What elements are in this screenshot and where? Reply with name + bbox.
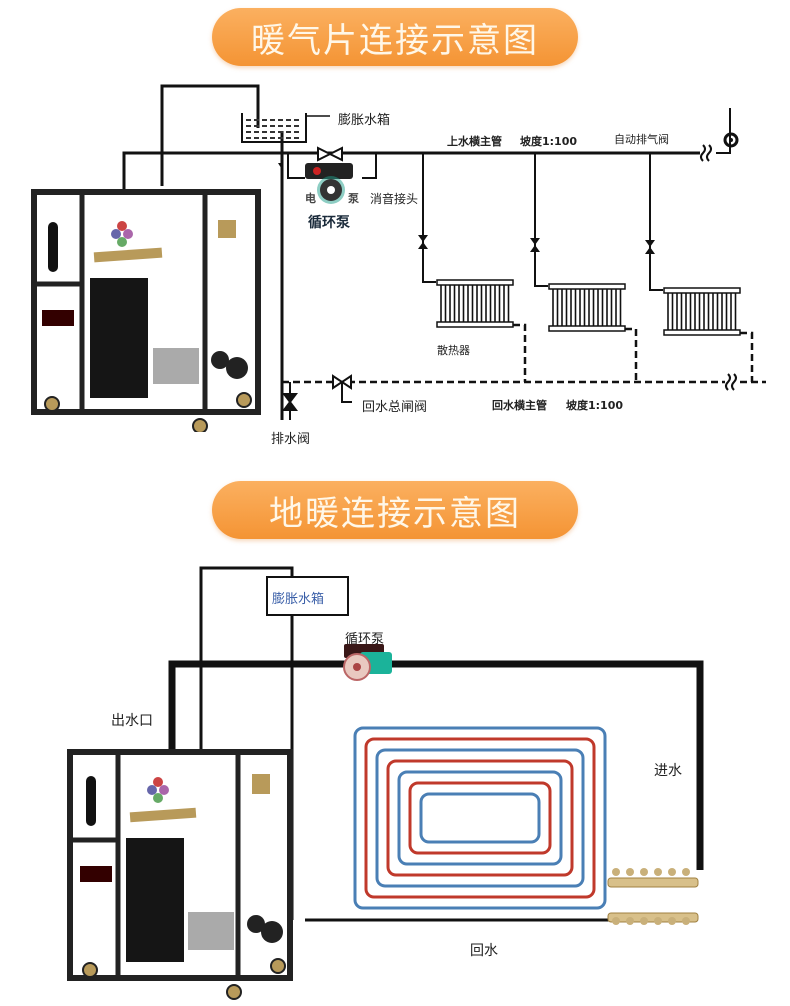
label-floor-expansion-tank: 膨胀水箱: [272, 592, 325, 607]
label-drain-valve: 排水阀: [271, 432, 311, 447]
manifold-port: [626, 917, 634, 925]
manifold-port: [612, 917, 620, 925]
boiler-illustration: [67, 749, 293, 1000]
label-supply-main: 上水横主管: [447, 135, 502, 148]
manifold-port: [640, 868, 648, 876]
label-return-main-valve: 回水总闸阀: [362, 400, 428, 415]
floor-loop-ring: [386, 759, 574, 877]
expansion-tank-icon: [241, 113, 330, 143]
manifold-port: [626, 868, 634, 876]
radiator-section-title-text: 暖气片连接示意图: [251, 20, 539, 61]
manifold-port: [612, 868, 620, 876]
label-inlet: 进水: [654, 763, 682, 779]
pipe-break-icon: [725, 373, 737, 391]
label-radiator: 散热器: [437, 344, 470, 357]
boiler-unit-2: [66, 740, 298, 1002]
radiator-3-icon: [663, 287, 741, 336]
floor-loop-ring: [364, 737, 596, 899]
floor-loop-ring: [397, 770, 563, 866]
label-floor-circulation-pump: 循环泵: [345, 632, 385, 647]
manifold-port: [668, 868, 676, 876]
circulation-pump-icon: [305, 146, 353, 204]
floor-heating-section-title-text: 地暖连接示意图: [269, 493, 521, 534]
auto-air-valve-icon: [723, 132, 739, 148]
label-return: 回水: [470, 943, 498, 959]
floor-loop-ring: [408, 781, 552, 855]
boiler-unit-1: [30, 182, 268, 432]
label-circulation-pump: 循环泵: [308, 215, 350, 231]
radiator-2-icon: [548, 283, 626, 332]
floor-heating-section-title: 地暖连接示意图: [212, 481, 578, 539]
boiler-illustration: [31, 189, 261, 432]
label-supply-slope: 坡度1:100: [520, 135, 578, 148]
label-expansion-tank: 膨胀水箱: [338, 113, 391, 128]
radiator-1-icon: [436, 279, 514, 328]
manifold-port: [640, 917, 648, 925]
manifold-port: [654, 917, 662, 925]
return-piping: [282, 323, 766, 384]
floor-loop-ring: [419, 792, 541, 844]
label-return-slope: 坡度1:100: [566, 399, 624, 412]
floor-heating-loop: [353, 726, 607, 910]
label-pump-right: 泵: [348, 192, 359, 205]
floor-circulation-pump-icon: [343, 644, 392, 681]
manifold-port: [654, 868, 662, 876]
radiator-branches: [422, 153, 663, 291]
floor-loop-ring: [375, 748, 585, 888]
radiator-supply-piping: [122, 84, 731, 420]
manifold-port: [668, 917, 676, 925]
branch-valves: [278, 163, 655, 254]
label-outlet: 出水口: [111, 713, 153, 729]
drain-valve-icon: [282, 382, 298, 420]
label-silencer-joint: 消音接头: [370, 192, 419, 206]
radiator-section-title: 暖气片连接示意图: [212, 8, 578, 66]
floor-expansion-tank: [266, 576, 349, 616]
manifold-port: [682, 868, 690, 876]
return-main-valve-icon: [332, 374, 352, 403]
manifold-port: [682, 917, 690, 925]
label-pump-left: 电: [305, 192, 316, 205]
label-auto-air-valve: 自动排气阀: [614, 133, 669, 146]
label-return-main: 回水横主管: [492, 399, 547, 412]
pipe-break-icon: [700, 144, 712, 162]
floor-loop-ring: [353, 726, 607, 910]
manifold-supply-icon: [607, 868, 699, 888]
manifold-return-icon: [607, 912, 699, 925]
